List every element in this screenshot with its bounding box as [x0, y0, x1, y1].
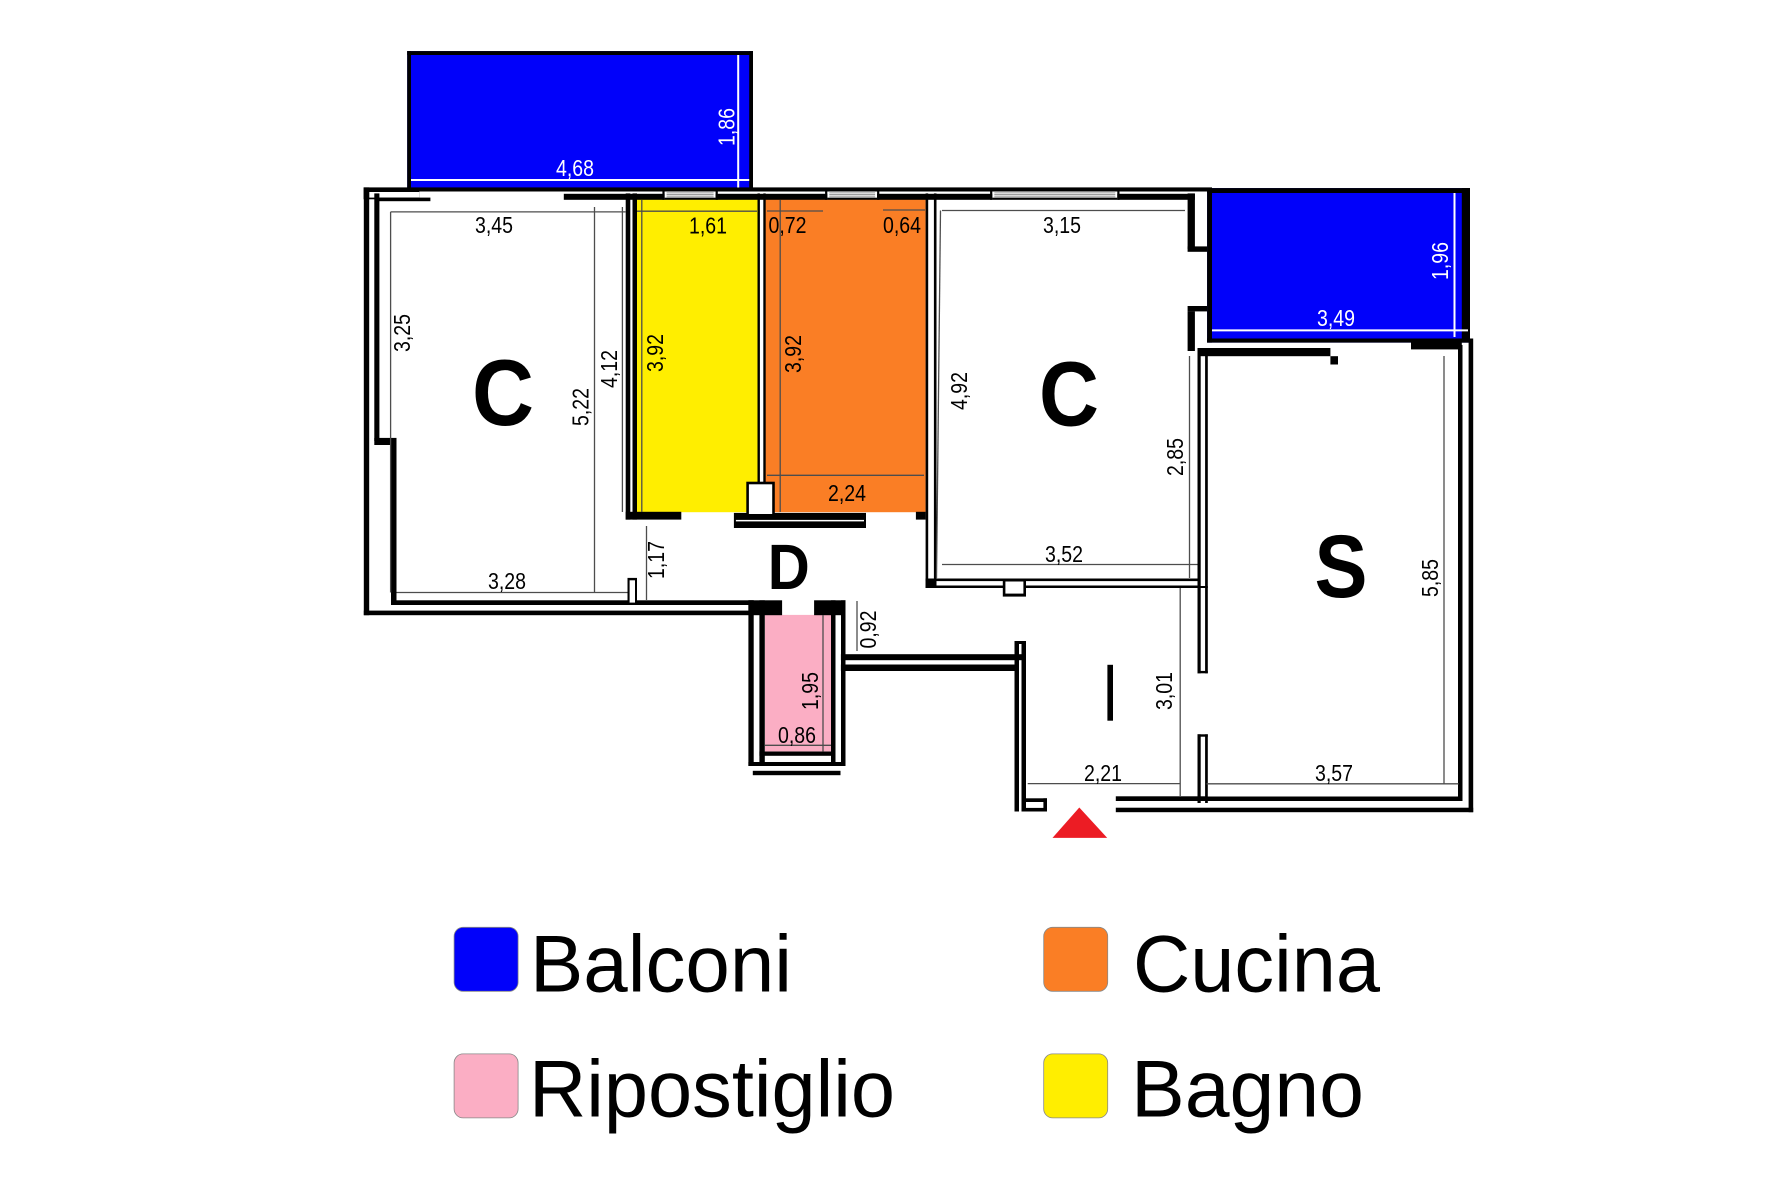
svg-text:2,85: 2,85 [1162, 438, 1188, 476]
svg-text:Ripostiglio: Ripostiglio [529, 1045, 895, 1135]
svg-text:3,52: 3,52 [1045, 541, 1083, 567]
svg-text:D: D [768, 531, 810, 603]
svg-text:2,24: 2,24 [828, 480, 866, 506]
svg-text:3,45: 3,45 [475, 212, 513, 238]
svg-text:5,22: 5,22 [568, 388, 594, 426]
svg-text:5,85: 5,85 [1417, 559, 1443, 597]
svg-text:4,92: 4,92 [946, 372, 972, 410]
svg-text:3,25: 3,25 [389, 314, 415, 352]
svg-text:4,68: 4,68 [556, 155, 594, 181]
svg-text:S: S [1315, 516, 1368, 616]
svg-text:0,64: 0,64 [883, 212, 921, 238]
svg-text:3,92: 3,92 [780, 335, 806, 373]
svg-text:3,57: 3,57 [1315, 760, 1353, 786]
svg-text:C: C [1039, 344, 1099, 446]
svg-text:3,49: 3,49 [1317, 305, 1355, 331]
svg-text:0,92: 0,92 [855, 611, 881, 649]
svg-text:3,01: 3,01 [1151, 672, 1177, 710]
svg-text:Cucina: Cucina [1133, 920, 1380, 1010]
svg-text:3,28: 3,28 [488, 568, 526, 594]
svg-text:Bagno: Bagno [1131, 1045, 1364, 1135]
svg-text:2,21: 2,21 [1084, 760, 1122, 786]
svg-text:3,15: 3,15 [1043, 212, 1081, 238]
svg-text:4,12: 4,12 [596, 350, 622, 388]
svg-text:Balconi: Balconi [530, 920, 792, 1010]
svg-text:0,86: 0,86 [778, 722, 816, 748]
svg-text:1,96: 1,96 [1427, 242, 1453, 280]
svg-text:1,95: 1,95 [797, 672, 823, 710]
svg-text:C: C [472, 340, 534, 445]
svg-text:1,61: 1,61 [689, 213, 727, 239]
svg-text:1,86: 1,86 [714, 108, 740, 146]
svg-text:0,72: 0,72 [769, 212, 807, 238]
svg-text:3,92: 3,92 [642, 334, 668, 372]
svg-text:1,17: 1,17 [643, 541, 669, 579]
